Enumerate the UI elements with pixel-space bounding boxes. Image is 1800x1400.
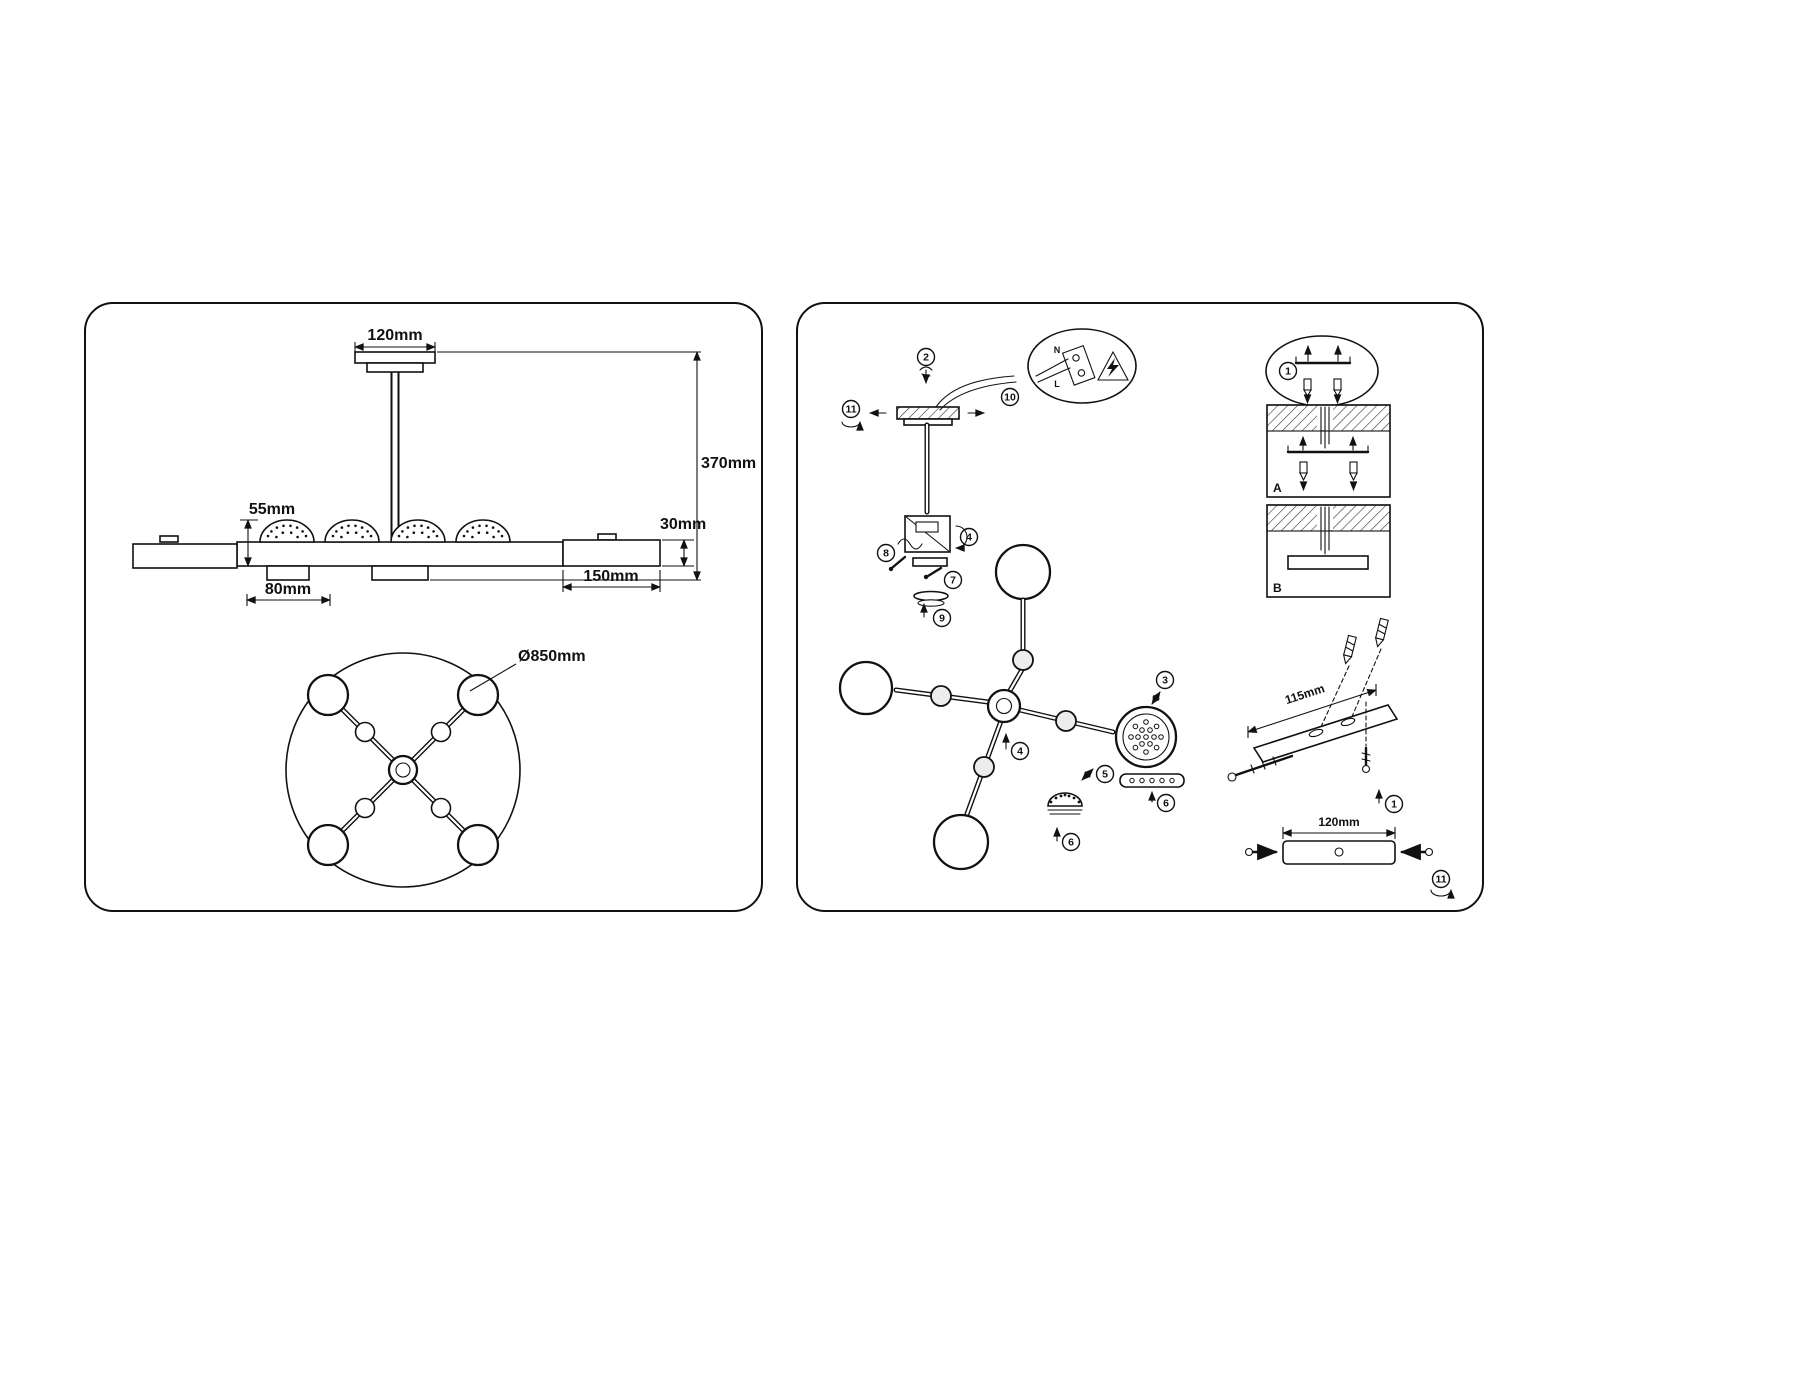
step-label-6: 6 (1068, 837, 1074, 849)
wire-curl (897, 538, 923, 550)
lamp-sphere (973, 756, 995, 778)
dim-fixture-height: 370mm (430, 351, 756, 581)
step-label-5: 5 (1102, 769, 1108, 781)
wire-label-neutral: N (1054, 345, 1061, 355)
dim-plate-length: 120mm (1282, 815, 1396, 839)
wire (939, 381, 1017, 411)
dim-label-diameter: Ø850mm (518, 648, 586, 665)
lamp-sphere (1012, 649, 1034, 671)
screw-head (1244, 847, 1254, 857)
ring-shade (932, 813, 990, 871)
shade-parts-steps: 5 6 6 (1047, 764, 1185, 852)
step-marker-8: 8 (876, 543, 896, 563)
mounting-bracket-perspective: 115mm 1 (1227, 617, 1404, 814)
step-marker-10: 10 (1000, 387, 1020, 407)
mounting-plate-drawing: 120mm 11 (1244, 815, 1455, 899)
ceiling-mount-option-a: A (1266, 404, 1391, 498)
step-marker-9: 9 (932, 608, 952, 628)
step-marker-1: 1 (1278, 361, 1298, 381)
plan-view-drawing: Ø850mm (285, 648, 586, 888)
dim-label-plate-length: 120mm (1318, 815, 1359, 829)
dim-label-shade-height: 55mm (249, 501, 295, 518)
wall-anchor-icon (1303, 378, 1312, 391)
step-marker-11: 11 (841, 399, 864, 431)
wall-anchor-icon (1333, 378, 1342, 391)
lamp-sphere (1055, 710, 1077, 732)
screw-icon (891, 555, 907, 569)
wall-anchor-icon (1374, 617, 1389, 648)
step-marker-11b: 11 (1430, 869, 1455, 899)
step-label-7: 7 (950, 575, 956, 587)
dim-canopy-width: 120mm (354, 327, 436, 352)
wall-anchor-icon (1299, 461, 1308, 474)
canopy-plate-b (1287, 555, 1369, 570)
step-label-4: 4 (966, 532, 972, 544)
canopy-mounting-step: 2 11 8 (841, 347, 1017, 628)
screw-head (1424, 847, 1434, 857)
lamp-sphere (930, 685, 952, 707)
wire-label-live: L (1054, 379, 1060, 389)
wire (935, 375, 1015, 408)
rotate-arrow-icon (955, 525, 968, 552)
dim-label-end-arm-length: 150mm (583, 568, 638, 585)
step-marker-6a: 6 (1053, 827, 1081, 852)
step-label-11: 11 (845, 404, 856, 416)
ring-shade (994, 543, 1052, 601)
wiring-detail-balloon: N L 10 (1000, 328, 1137, 407)
left-panel-border (84, 302, 763, 912)
ring-shade (838, 660, 894, 716)
anchor-detail-ellipse: 1 (1265, 335, 1379, 407)
wall-anchor-icon (1349, 461, 1358, 474)
screw-icon (926, 566, 943, 578)
step-label-10: 10 (1004, 392, 1016, 404)
dim-shade-height: 55mm (240, 501, 295, 567)
dim-diameter: Ø850mm (469, 648, 586, 692)
ceiling-mount-option-b: B (1266, 504, 1391, 598)
step-label-1: 1 (1285, 366, 1291, 378)
side-elevation-drawing (132, 351, 661, 581)
dim-label-fixture-height: 370mm (701, 455, 756, 472)
wire (1037, 367, 1071, 383)
dim-end-cap-height: 30mm (660, 516, 706, 567)
lightning-bolt-icon (1107, 358, 1119, 377)
option-a-label: A (1273, 481, 1282, 495)
wall-anchor-icon (1342, 634, 1357, 665)
frame-assembly-drawing: 3 4 (838, 543, 1178, 871)
step-marker-3: 3 (1151, 670, 1175, 705)
screw-head (1227, 772, 1237, 782)
step-marker-4: 4 (955, 525, 979, 552)
dome-part (1047, 792, 1083, 807)
right-panel-border (796, 302, 1484, 912)
dim-shade-width: 80mm (246, 581, 331, 606)
step-label-3: 3 (1162, 675, 1168, 687)
wire (1035, 358, 1069, 377)
right-panel: 2 11 8 (796, 302, 1484, 912)
terminal-block (1061, 344, 1096, 386)
rotate-arrow-icon (1430, 889, 1455, 899)
step-marker-5: 5 (1081, 764, 1115, 784)
step-label-2: 2 (923, 352, 929, 364)
step-label-8: 8 (883, 548, 889, 560)
step-label-4: 4 (1017, 746, 1023, 758)
step-marker-7: 7 (943, 570, 963, 590)
dim-label-canopy-width: 120mm (367, 327, 422, 344)
step-marker-1b: 1 (1375, 789, 1404, 814)
canopy-plate (896, 406, 960, 420)
left-panel: 120mm 370mm 55mm 30mm 150mm (84, 302, 763, 912)
dim-label-end-cap-height: 30mm (660, 516, 706, 533)
step-label-6: 6 (1163, 798, 1169, 810)
step-marker-2: 2 (916, 347, 936, 367)
step-marker-6b: 6 (1148, 791, 1176, 813)
step-label-9: 9 (939, 613, 945, 625)
dim-label-shade-width: 80mm (265, 581, 311, 598)
diffuser-disc (913, 590, 949, 602)
rotate-arrow-icon (841, 421, 864, 431)
step-label-11: 11 (1435, 874, 1446, 886)
step-marker-4b: 4 (1002, 733, 1030, 761)
step-label-1: 1 (1391, 799, 1397, 811)
dim-end-arm-length: 150mm (562, 568, 661, 592)
option-b-label: B (1273, 581, 1282, 595)
screw-icon (919, 366, 933, 371)
